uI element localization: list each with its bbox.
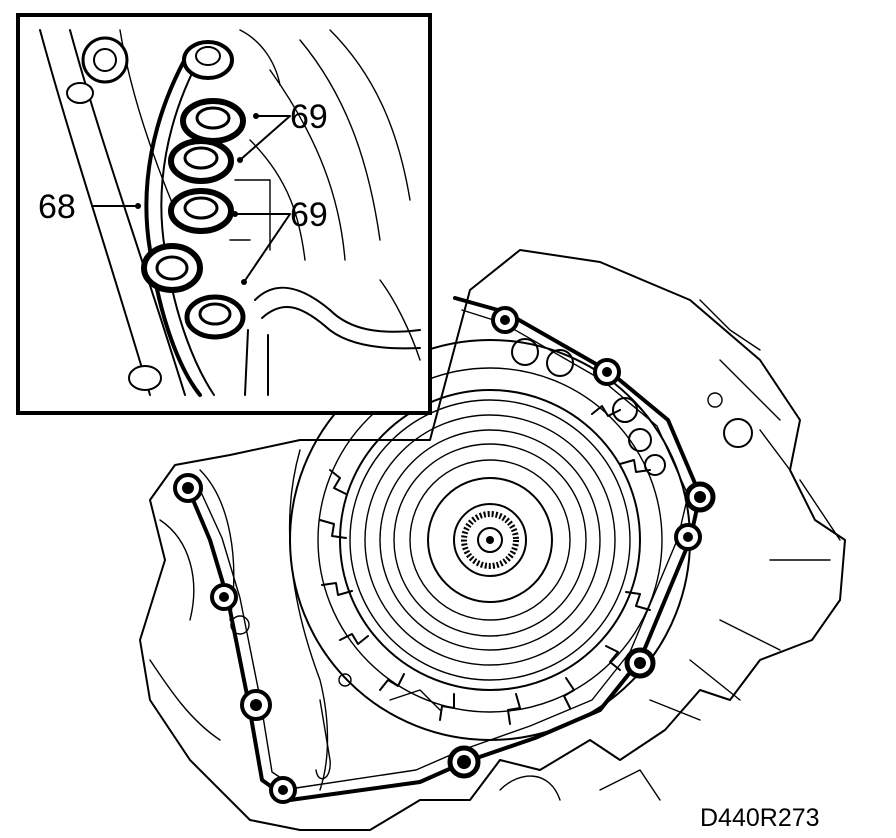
port [612,397,638,423]
leader-69a-dot [253,113,259,119]
inset-gasket-68 [144,48,202,397]
bolt [269,776,297,804]
inset-rail [39,29,151,396]
seal-ring [184,294,246,340]
bolt [684,481,716,513]
lower-details [315,689,661,801]
port [707,392,723,408]
port [230,615,250,635]
callout-69-upper: 69 [290,98,328,136]
seal-ring [141,243,203,293]
drum-ring-5 [364,414,616,666]
inset-rail [69,29,186,396]
housing-detail-right [649,299,841,721]
drum-ring-7 [393,443,587,637]
inset-pipe [254,286,421,350]
gasket-68-inner [199,309,689,789]
seal-ring [180,98,246,144]
leader-69a-dot [237,157,243,163]
leader-69b-dot [232,211,238,217]
drum-ring-9 [427,477,553,603]
port [511,338,539,366]
clutch-tabs [319,405,651,725]
port-cluster [230,338,753,687]
inset-plug [128,365,162,391]
leader-69b-dot [241,279,247,285]
bolt [447,745,481,779]
drum-ring-8 [409,459,571,621]
hub-spline [461,511,519,569]
bolt [491,306,519,334]
hub-inner [477,527,503,553]
clutch-drum [289,339,691,741]
inset-plug [66,82,94,104]
inset-contour [229,29,281,251]
housing-view [139,249,846,831]
seal-ring [182,40,234,80]
gasket-68 [186,296,702,802]
leader-69a [239,115,291,161]
seal-ring [168,138,234,184]
inset-bolt [81,36,129,84]
port [628,428,652,452]
port [338,673,352,687]
drum-ring-4 [349,399,631,681]
bolt [173,473,203,503]
bolt [674,523,702,551]
figure-reference-code: D440R273 [700,804,820,832]
callout-69-lower: 69 [290,196,328,234]
bolt [624,647,656,679]
shaft-center [486,536,494,544]
port [723,418,753,448]
bolt [240,689,272,721]
drum-ring-6 [379,429,601,651]
hub-outer [453,503,527,577]
bolt [593,358,621,386]
leader-68-dot [135,203,141,209]
seal-ring [168,188,234,234]
leader-69b [234,213,291,283]
port [644,454,666,476]
callout-68: 68 [38,188,76,226]
bolt [210,583,238,611]
inset-contour [249,29,421,361]
inset-detail: 68 69 69 [16,13,432,415]
drum-ring-2 [317,367,663,713]
inset-pipe-stem [244,329,269,396]
bolt-pattern [173,306,716,804]
housing-detail-left [149,449,329,791]
port [546,349,574,377]
housing-outline [139,249,846,831]
drum-ring-3 [339,389,641,691]
